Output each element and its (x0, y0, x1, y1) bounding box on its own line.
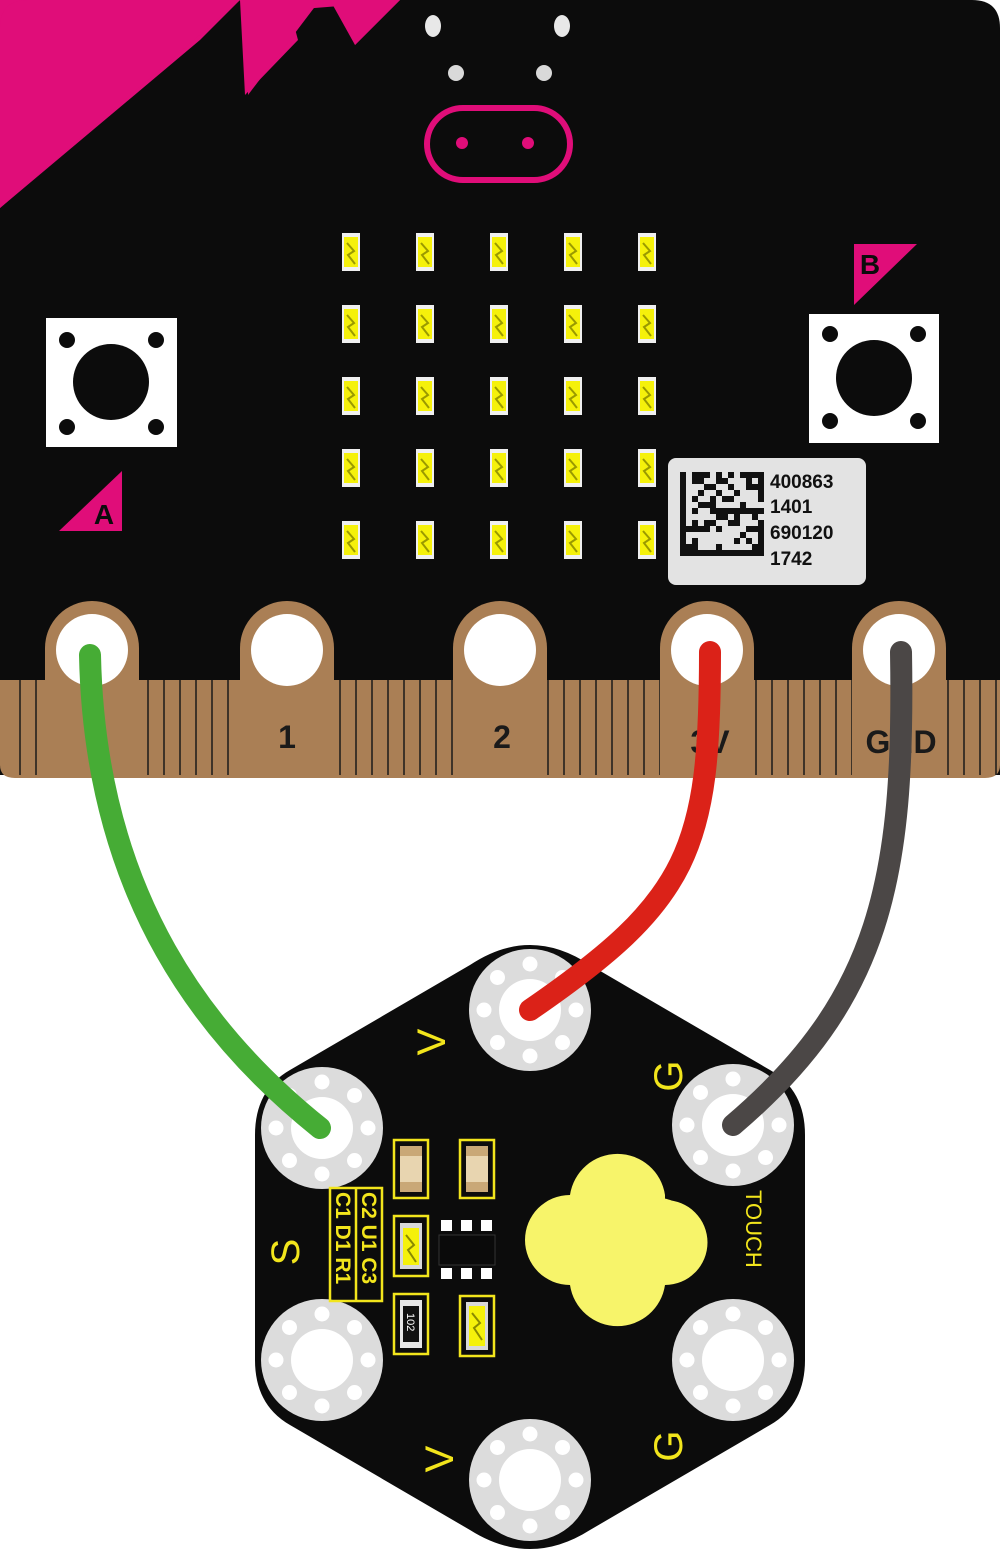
chip-u1 (438, 1220, 496, 1279)
matrix-led (490, 305, 508, 343)
silkscreen-row-2: C1 D1 R1 (331, 1192, 354, 1285)
matrix-led (416, 305, 434, 343)
button-a-label: A (94, 499, 114, 530)
pad-label-s: S (264, 1239, 308, 1266)
touch-module: V G S V G C2 U1 C3 C1 D1 R1 (255, 945, 805, 1549)
capacitor-c2 (392, 1138, 430, 1200)
matrix-led (490, 449, 508, 487)
resistor-code: 102 (404, 1313, 416, 1331)
matrix-led (490, 233, 508, 271)
led-d1 (392, 1214, 430, 1278)
matrix-led (638, 449, 656, 487)
pad-label-v-top: V (410, 1028, 454, 1055)
matrix-led (342, 233, 360, 271)
matrix-led (564, 449, 582, 487)
mount-hole (425, 15, 441, 37)
microbit-board: A B 400863 1401 690120 1742 (0, 0, 1000, 778)
capacitor-c1 (458, 1294, 496, 1358)
button-b-cap[interactable] (836, 340, 912, 416)
touch-label: TOUCH (741, 1190, 766, 1268)
button-b-label: B (860, 249, 880, 280)
matrix-led (416, 233, 434, 271)
matrix-led (490, 377, 508, 415)
led-matrix (342, 233, 656, 559)
matrix-led (342, 521, 360, 559)
matrix-led (638, 377, 656, 415)
serial-line-4: 1742 (770, 549, 812, 570)
pin-2-hole (464, 614, 536, 686)
button-a-marker (59, 471, 122, 531)
matrix-led (638, 233, 656, 271)
button-b[interactable] (809, 314, 939, 443)
pad-label-g-top: G (647, 1060, 691, 1091)
serial-line-2: 1401 (770, 497, 813, 518)
pad-v-bottom[interactable] (469, 1419, 591, 1541)
microbit-logo (424, 105, 573, 183)
pin-1-label: 1 (278, 719, 296, 755)
power-wire[interactable] (519, 641, 721, 1021)
matrix-led (564, 305, 582, 343)
qr-code-icon (680, 472, 764, 556)
matrix-led (416, 377, 434, 415)
pad-s-lower[interactable] (261, 1299, 383, 1421)
button-b-marker (854, 244, 917, 305)
pin-1-hole (251, 614, 323, 686)
matrix-led (564, 377, 582, 415)
capacitor-c3 (458, 1138, 496, 1200)
matrix-led (416, 521, 434, 559)
matrix-led (638, 305, 656, 343)
resistor-r1: 102 (392, 1292, 430, 1356)
matrix-led (564, 521, 582, 559)
ground-wire[interactable] (722, 641, 913, 1136)
pad-label-g-bottom: G (647, 1430, 691, 1461)
silkscreen-row-1: C2 U1 C3 (357, 1192, 380, 1284)
button-a-cap[interactable] (73, 344, 149, 420)
pad-g-bottom[interactable] (672, 1299, 794, 1421)
serial-line-1: 400863 (770, 472, 833, 493)
mount-hole (536, 65, 552, 81)
mount-hole (448, 65, 464, 81)
wires (79, 641, 913, 1139)
matrix-led (342, 305, 360, 343)
pad-label-v-bottom: V (418, 1445, 462, 1472)
silkscreen-block: C2 U1 C3 C1 D1 R1 (328, 1186, 384, 1303)
matrix-led (416, 449, 434, 487)
matrix-led (342, 377, 360, 415)
signal-wire[interactable] (79, 644, 331, 1139)
pin-2-label: 2 (493, 719, 511, 755)
mount-hole (554, 15, 570, 37)
matrix-led (638, 521, 656, 559)
button-a[interactable] (46, 318, 177, 447)
matrix-led (564, 233, 582, 271)
serial-sticker: 400863 1401 690120 1742 (668, 458, 866, 585)
matrix-led (490, 521, 508, 559)
matrix-led (342, 449, 360, 487)
serial-line-3: 690120 (770, 523, 833, 544)
